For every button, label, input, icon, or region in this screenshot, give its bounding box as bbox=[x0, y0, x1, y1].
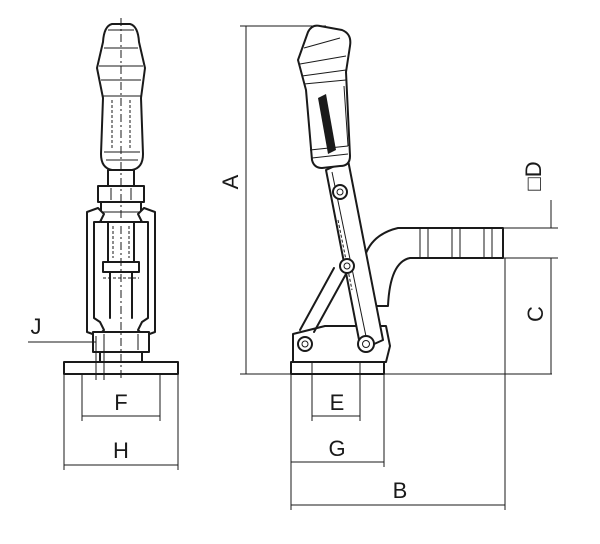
dim-label-c: C bbox=[523, 306, 548, 322]
side-pivots bbox=[297, 184, 375, 353]
dim-label-f: F bbox=[114, 390, 127, 415]
side-view bbox=[290, 24, 504, 375]
dim-label-g: G bbox=[328, 436, 345, 461]
side-clamp-arm bbox=[359, 227, 504, 307]
dim-label-j: J bbox=[31, 314, 42, 339]
side-base-plate bbox=[290, 361, 385, 375]
dimension-lines bbox=[28, 18, 558, 510]
dim-label-b: B bbox=[393, 478, 408, 503]
dim-label-a: A bbox=[218, 174, 243, 189]
dimension-labels: A □D C J F H E G B bbox=[31, 161, 549, 503]
dim-label-e: E bbox=[330, 390, 345, 415]
side-brace bbox=[299, 267, 347, 333]
dim-label-d: □D bbox=[521, 161, 546, 190]
dim-label-h: H bbox=[113, 438, 129, 463]
side-handle bbox=[297, 24, 352, 169]
